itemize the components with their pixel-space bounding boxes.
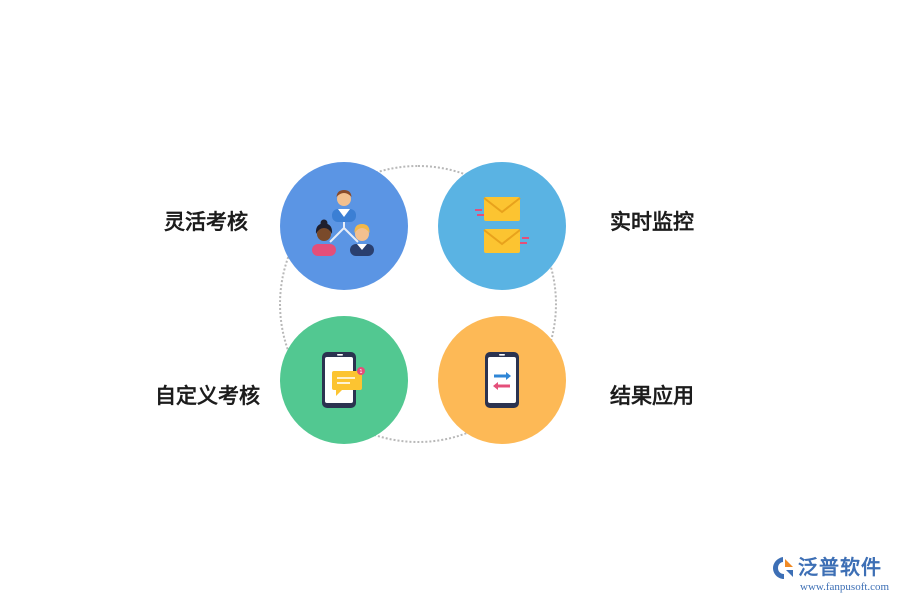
org-people-icon bbox=[280, 162, 408, 290]
label-result-application: 结果应用 bbox=[610, 384, 694, 408]
circle-result-application bbox=[438, 316, 566, 444]
envelopes-icon bbox=[438, 162, 566, 290]
label-custom-assessment: 自定义考核 bbox=[155, 384, 260, 408]
brand-logo-icon bbox=[773, 557, 793, 579]
brand-name: 泛普软件 bbox=[798, 555, 882, 579]
label-flexible-assessment: 灵活考核 bbox=[164, 210, 248, 234]
brand-watermark: 泛普软件 www.fanpusoft.com bbox=[770, 552, 892, 596]
phone-message-icon: 1 bbox=[280, 316, 408, 444]
svg-text:1: 1 bbox=[359, 369, 362, 375]
circle-custom-assessment: 1 bbox=[280, 316, 408, 444]
brand-url: www.fanpusoft.com bbox=[800, 581, 890, 593]
label-realtime-monitoring: 实时监控 bbox=[610, 210, 694, 234]
dotted-ring bbox=[279, 165, 557, 443]
circle-realtime-monitoring bbox=[438, 162, 566, 290]
circle-flexible-assessment bbox=[280, 162, 408, 290]
phone-transfer-icon bbox=[438, 316, 566, 444]
circle-bg bbox=[438, 162, 566, 290]
